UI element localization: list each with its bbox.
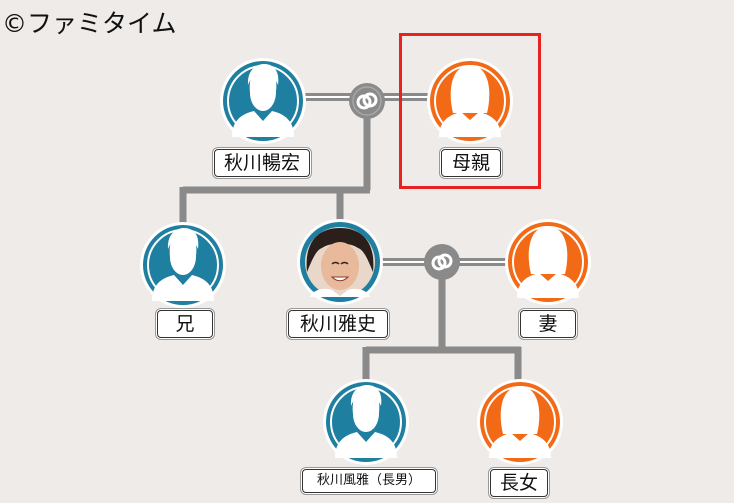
avatar-mother	[427, 58, 513, 144]
ring-link-icon	[424, 244, 460, 280]
avatar-father	[220, 58, 306, 144]
name-label-self: 秋川雅史	[288, 310, 388, 338]
name-label-mother: 母親	[441, 149, 501, 177]
name-label-son: 秋川風雅（長男）	[302, 469, 436, 493]
name-label-brother: 兄	[157, 310, 213, 338]
descent-line-self	[362, 275, 522, 382]
name-label-wife: 妻	[520, 310, 576, 338]
name-label-father: 秋川暢宏	[214, 149, 310, 177]
ring-link-icon	[349, 83, 385, 119]
copyright-text: ©ファミタイム	[2, 9, 177, 38]
avatar-brother	[140, 222, 226, 308]
avatar-son	[323, 379, 409, 465]
descent-line-parents	[179, 110, 371, 224]
mother-highlight-frame	[399, 33, 541, 189]
avatar-daughter	[477, 379, 563, 465]
avatar-self-photo	[297, 219, 383, 305]
avatar-wife	[505, 219, 591, 305]
name-label-daughter: 長女	[490, 469, 548, 497]
